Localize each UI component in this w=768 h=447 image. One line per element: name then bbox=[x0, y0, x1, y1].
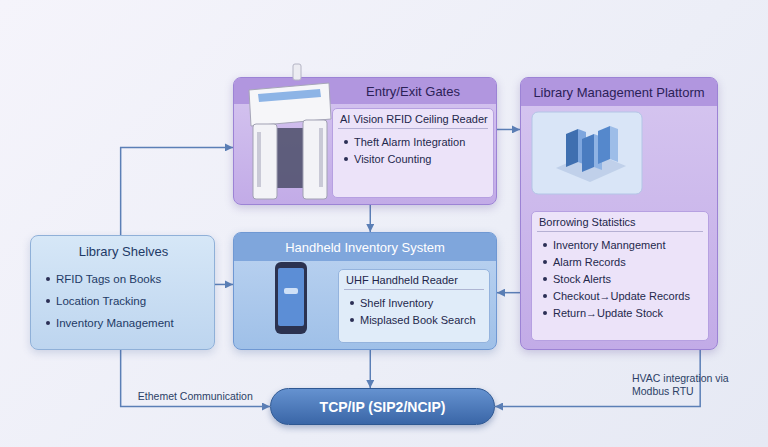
bullet-row: Inventory Manngement bbox=[537, 236, 703, 253]
group-box: Library Management PlattormBorrowing Sta… bbox=[520, 77, 718, 350]
note-label: HVAC integration via Modbus RTU bbox=[632, 372, 744, 398]
connector-arrow bbox=[370, 205, 372, 232]
server-slab bbox=[582, 134, 594, 172]
bullet-dot bbox=[543, 311, 547, 315]
bus-pill: TCP/IP (SIP2/NCIP) bbox=[270, 388, 495, 425]
bullet-dot bbox=[350, 318, 354, 322]
phone-screen bbox=[278, 268, 304, 326]
group-title: Entry/Exit Gates bbox=[366, 84, 460, 99]
connector-arrow bbox=[121, 350, 270, 407]
connector-arrow bbox=[370, 350, 372, 388]
panel-title: AI Vision RFID Ceiling Reader bbox=[338, 113, 488, 129]
connector-arrow bbox=[215, 284, 233, 286]
bullet-dot bbox=[543, 260, 547, 264]
connector-arrow bbox=[121, 147, 233, 235]
server-card bbox=[532, 112, 642, 194]
gate-illustration bbox=[249, 64, 331, 199]
bullet-row: Shelf Inventory bbox=[344, 294, 484, 311]
bullet-row: Misplased Book Search bbox=[344, 311, 484, 328]
server-shadow bbox=[556, 152, 626, 182]
bullet-dot bbox=[46, 277, 50, 281]
bullet-dot bbox=[543, 243, 547, 247]
component-box: Borrowing StatisticsInventory Manngement… bbox=[531, 211, 709, 341]
bullet-row: Visitor Counting bbox=[338, 150, 488, 167]
bullet-item: Location Tracking bbox=[56, 295, 146, 307]
bullet-item: Stock Alerts bbox=[553, 273, 611, 285]
server-slab-side bbox=[578, 129, 586, 165]
server-slab bbox=[566, 129, 578, 167]
bullet-item: RFID Tags on Books bbox=[56, 273, 161, 285]
bullet-row: Stock Alerts bbox=[537, 270, 703, 287]
gate-screen-housing bbox=[249, 83, 331, 126]
connector-arrow bbox=[497, 129, 520, 131]
server-slab-side bbox=[610, 126, 618, 162]
group-title: Library Management Plattorm bbox=[533, 85, 704, 100]
connector-arrow bbox=[497, 292, 520, 294]
gate-screen bbox=[258, 89, 321, 102]
bullet-item: Inventory Management bbox=[56, 317, 174, 329]
bullet-dot bbox=[543, 277, 547, 281]
gate-pillar bbox=[303, 120, 327, 199]
phone-body bbox=[275, 262, 307, 334]
bullet-item: Shelf Inventory bbox=[360, 297, 433, 309]
server-slab-side bbox=[594, 134, 602, 170]
bullet-dot bbox=[350, 301, 354, 305]
gate-post bbox=[293, 64, 301, 80]
bullet-row: Inventory Management bbox=[36, 312, 209, 334]
panel-title: Borrowing Statistics bbox=[537, 216, 703, 232]
server-slab bbox=[598, 126, 610, 164]
bullet-row: Return→Update Stock bbox=[537, 304, 703, 321]
panel-title: UHF Handheld Reader bbox=[344, 274, 484, 290]
bullet-item: Checkout→Update Records bbox=[553, 290, 690, 302]
header-band: Entry/Exit Gates bbox=[234, 78, 496, 104]
bullet-item: Visitor Counting bbox=[354, 153, 431, 165]
bullet-dot bbox=[543, 294, 547, 298]
group-box: Handheld Inventory SystemUHF Handheld Re… bbox=[233, 232, 497, 350]
gate-panel-line bbox=[319, 128, 323, 187]
bullet-row: Location Tracking bbox=[36, 290, 209, 312]
group-box: Entry/Exit Gates AI Vision RFID Ceiling R… bbox=[233, 77, 497, 205]
gate-panel-line bbox=[257, 132, 261, 187]
component-box: AI Vision RFID Ceiling ReaderTheft Alarm… bbox=[332, 108, 494, 198]
edge-label: Ethemet Communication bbox=[138, 390, 253, 402]
bullet-dot bbox=[46, 299, 50, 303]
panel-title: Library Shelves bbox=[36, 244, 209, 262]
bullet-item: Inventory Manngement bbox=[553, 239, 666, 251]
bullet-dot bbox=[344, 157, 348, 161]
bullet-row: Alarm Records bbox=[537, 253, 703, 270]
bus-label: TCP/IP (SIP2/NCIP) bbox=[271, 389, 494, 424]
gate-pillar bbox=[253, 124, 277, 199]
component-box: Library ShelvesRFID Tags on BooksLocatio… bbox=[30, 235, 215, 350]
phone-illustration bbox=[275, 262, 307, 334]
group-title: Handheld Inventory System bbox=[285, 240, 445, 255]
bullet-row: RFID Tags on Books bbox=[36, 268, 209, 290]
bullet-item: Misplased Book Search bbox=[360, 314, 476, 326]
bullet-row: Theft Alarm Integration bbox=[338, 133, 488, 150]
header-band: Handheld Inventory System bbox=[234, 233, 496, 261]
phone-icon bbox=[284, 288, 298, 294]
bullet-item: Alarm Records bbox=[553, 256, 626, 268]
header-band: Library Management Plattorm bbox=[521, 78, 717, 106]
bullet-row: Checkout→Update Records bbox=[537, 287, 703, 304]
bullet-item: Theft Alarm Integration bbox=[354, 136, 465, 148]
bullet-dot bbox=[344, 140, 348, 144]
gate-passage bbox=[276, 128, 304, 188]
bullet-dot bbox=[46, 321, 50, 325]
server-illustration bbox=[532, 112, 642, 194]
component-box: UHF Handheld ReaderShelf InventoryMispla… bbox=[338, 269, 490, 343]
bullet-item: Return→Update Stock bbox=[553, 307, 663, 319]
